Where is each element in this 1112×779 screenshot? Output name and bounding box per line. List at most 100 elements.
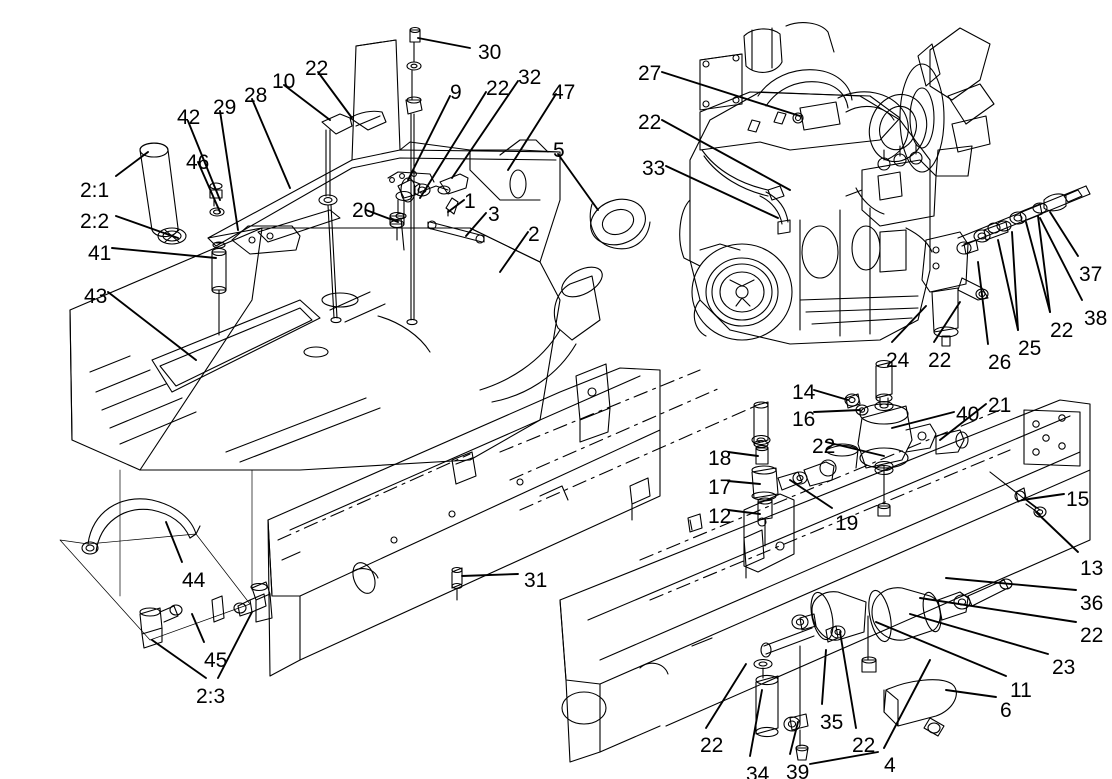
callout-39: 39: [786, 761, 810, 779]
callout-41: 41: [88, 242, 112, 265]
leader-line-22: [825, 441, 885, 457]
callout-22: 22: [928, 349, 952, 372]
fuel-filter-assembly: [760, 578, 1013, 737]
leader-line-22: [839, 631, 857, 729]
leader-line-22: [705, 663, 747, 729]
callout-40: 40: [956, 403, 980, 426]
fuel-line-rods: [318, 26, 469, 326]
leader-line-3: [465, 212, 487, 237]
leader-line-22: [661, 119, 791, 191]
callout-47: 47: [552, 81, 576, 104]
leader-line-40: [891, 411, 955, 429]
leader-line-43: [107, 291, 197, 361]
control-lever-assembly: [139, 142, 227, 336]
callout-29: 29: [213, 96, 237, 119]
leader-line-22: [317, 71, 353, 119]
callout-23: 23: [1052, 656, 1076, 679]
leader-line-15: [1021, 493, 1065, 501]
leader-line-11: [875, 621, 1007, 677]
leader-line-37: [1049, 211, 1079, 257]
callout-31: 31: [524, 569, 548, 592]
leader-line-23: [909, 613, 1049, 655]
callout-30: 30: [478, 41, 502, 64]
leader-line-18: [727, 451, 759, 457]
leader-line-13: [1035, 511, 1079, 553]
leader-line-22: [933, 301, 961, 343]
callout-14: 14: [792, 381, 816, 404]
lower-cylinder: [691, 625, 846, 761]
leader-line-42: [187, 120, 221, 201]
leader-line-25: [1011, 231, 1019, 331]
callout-35: 35: [820, 711, 844, 734]
leader-line-17: [727, 480, 761, 485]
callout-2-3: 2:3: [196, 685, 226, 708]
leader-line-28: [251, 98, 291, 189]
callout-20: 20: [352, 199, 376, 222]
callout-17: 17: [708, 476, 732, 499]
leader-line-44: [165, 521, 183, 563]
callout-37: 37: [1079, 263, 1103, 286]
leader-line-2: [499, 231, 529, 273]
callout-9: 9: [450, 81, 462, 104]
callout-46: 46: [186, 151, 210, 174]
callout-22: 22: [305, 57, 329, 80]
leader-line-2-3: [217, 611, 253, 679]
callout-22: 22: [638, 111, 662, 134]
leader-line-22: [1037, 215, 1051, 313]
leader-line-41: [111, 247, 217, 259]
callout-18: 18: [708, 447, 732, 470]
callout-36: 36: [1080, 592, 1104, 615]
callout-21: 21: [988, 394, 1012, 417]
callout-2-2: 2:2: [80, 210, 110, 233]
callout-13: 13: [1080, 557, 1104, 580]
callout-11: 11: [1010, 679, 1032, 702]
bolt-15: [989, 471, 1047, 518]
callout-12: 12: [708, 505, 732, 528]
leader-line-25: [997, 239, 1019, 331]
leader-line-30: [417, 37, 471, 49]
exhaust-elbow: [479, 198, 651, 403]
callout-1: 1: [464, 190, 476, 213]
callout-4: 4: [884, 754, 896, 777]
leader-line-9: [407, 95, 451, 181]
leader-line-32: [451, 80, 519, 179]
callout-45: 45: [204, 649, 228, 672]
callout-15: 15: [1066, 488, 1090, 511]
callout-22: 22: [700, 734, 724, 757]
callout-44: 44: [182, 569, 206, 592]
callout-2: 2: [528, 223, 540, 246]
leader-line-2-1: [115, 151, 149, 177]
leader-line-19: [789, 479, 833, 509]
callout-43: 43: [84, 285, 108, 308]
leader-line-29: [219, 110, 239, 231]
fuel-rail-fittings: [956, 185, 1091, 255]
leader-line-36: [945, 577, 1077, 591]
leader-line-2-3: [151, 639, 207, 679]
callout-6: 6: [1000, 699, 1012, 722]
callout-22: 22: [1050, 319, 1074, 342]
leader-line-22: [419, 91, 487, 199]
callout-32: 32: [518, 66, 542, 89]
callout-22: 22: [1080, 624, 1104, 647]
leader-line-45: [191, 613, 205, 643]
leader-line-24: [891, 305, 927, 343]
callout-26: 26: [988, 351, 1012, 374]
leader-line-6: [945, 689, 997, 698]
callout-25: 25: [1018, 337, 1042, 360]
leader-line-20: [365, 209, 399, 223]
leader-line-4: [809, 751, 879, 765]
leader-line-16: [813, 409, 861, 413]
leader-line-1: [447, 199, 465, 213]
leader-line-22: [919, 597, 1077, 623]
callout-33: 33: [642, 157, 666, 180]
callout-42: 42: [177, 106, 201, 129]
leader-line-31: [461, 573, 519, 577]
hose-assembly: [59, 469, 273, 649]
leader-line-26: [977, 261, 989, 345]
leader-line-22: [1025, 221, 1051, 313]
callout-38: 38: [1084, 307, 1108, 330]
leader-line-46: [197, 161, 221, 213]
callout-2-1: 2:1: [80, 179, 110, 202]
